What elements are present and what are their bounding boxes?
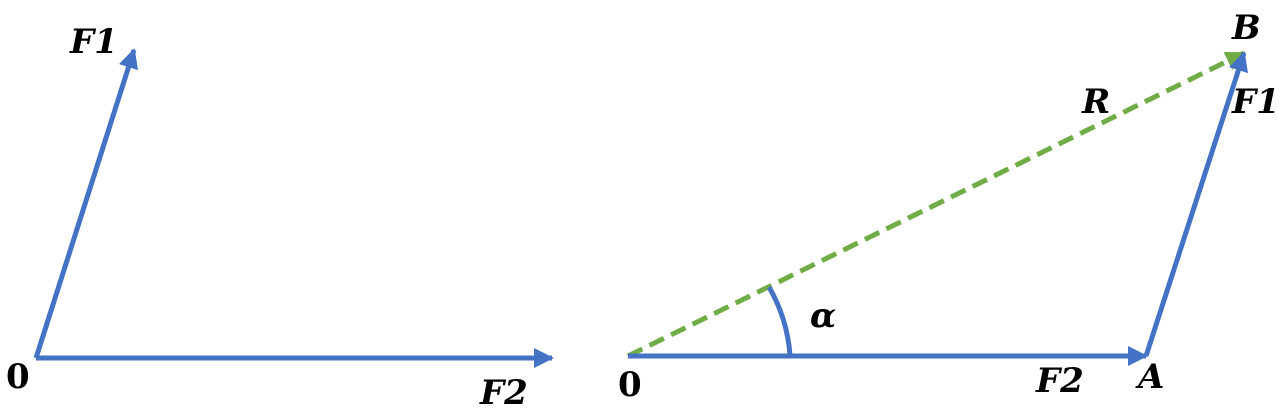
left-force2-label: F2 bbox=[479, 373, 528, 410]
angle-arc bbox=[766, 285, 793, 356]
left-figure: 0 F1 F2 bbox=[6, 22, 554, 410]
right-force2-label: F2 bbox=[1035, 361, 1084, 401]
right-origin-label: 0 bbox=[618, 365, 642, 405]
resultant-vector bbox=[626, 50, 1246, 359]
left-force1-vector bbox=[33, 48, 139, 359]
point-a-label: A bbox=[1135, 357, 1164, 397]
left-origin-label: 0 bbox=[6, 357, 30, 397]
angle-label: α bbox=[810, 296, 836, 336]
right-force1-label: F1 bbox=[1231, 82, 1280, 122]
resultant-label: R bbox=[1081, 82, 1110, 122]
point-b-label: B bbox=[1231, 8, 1261, 48]
right-figure: 0 A B F1 F2 R α bbox=[618, 8, 1280, 405]
left-force1-label: F1 bbox=[69, 22, 118, 62]
right-force1-vector bbox=[1143, 51, 1248, 357]
